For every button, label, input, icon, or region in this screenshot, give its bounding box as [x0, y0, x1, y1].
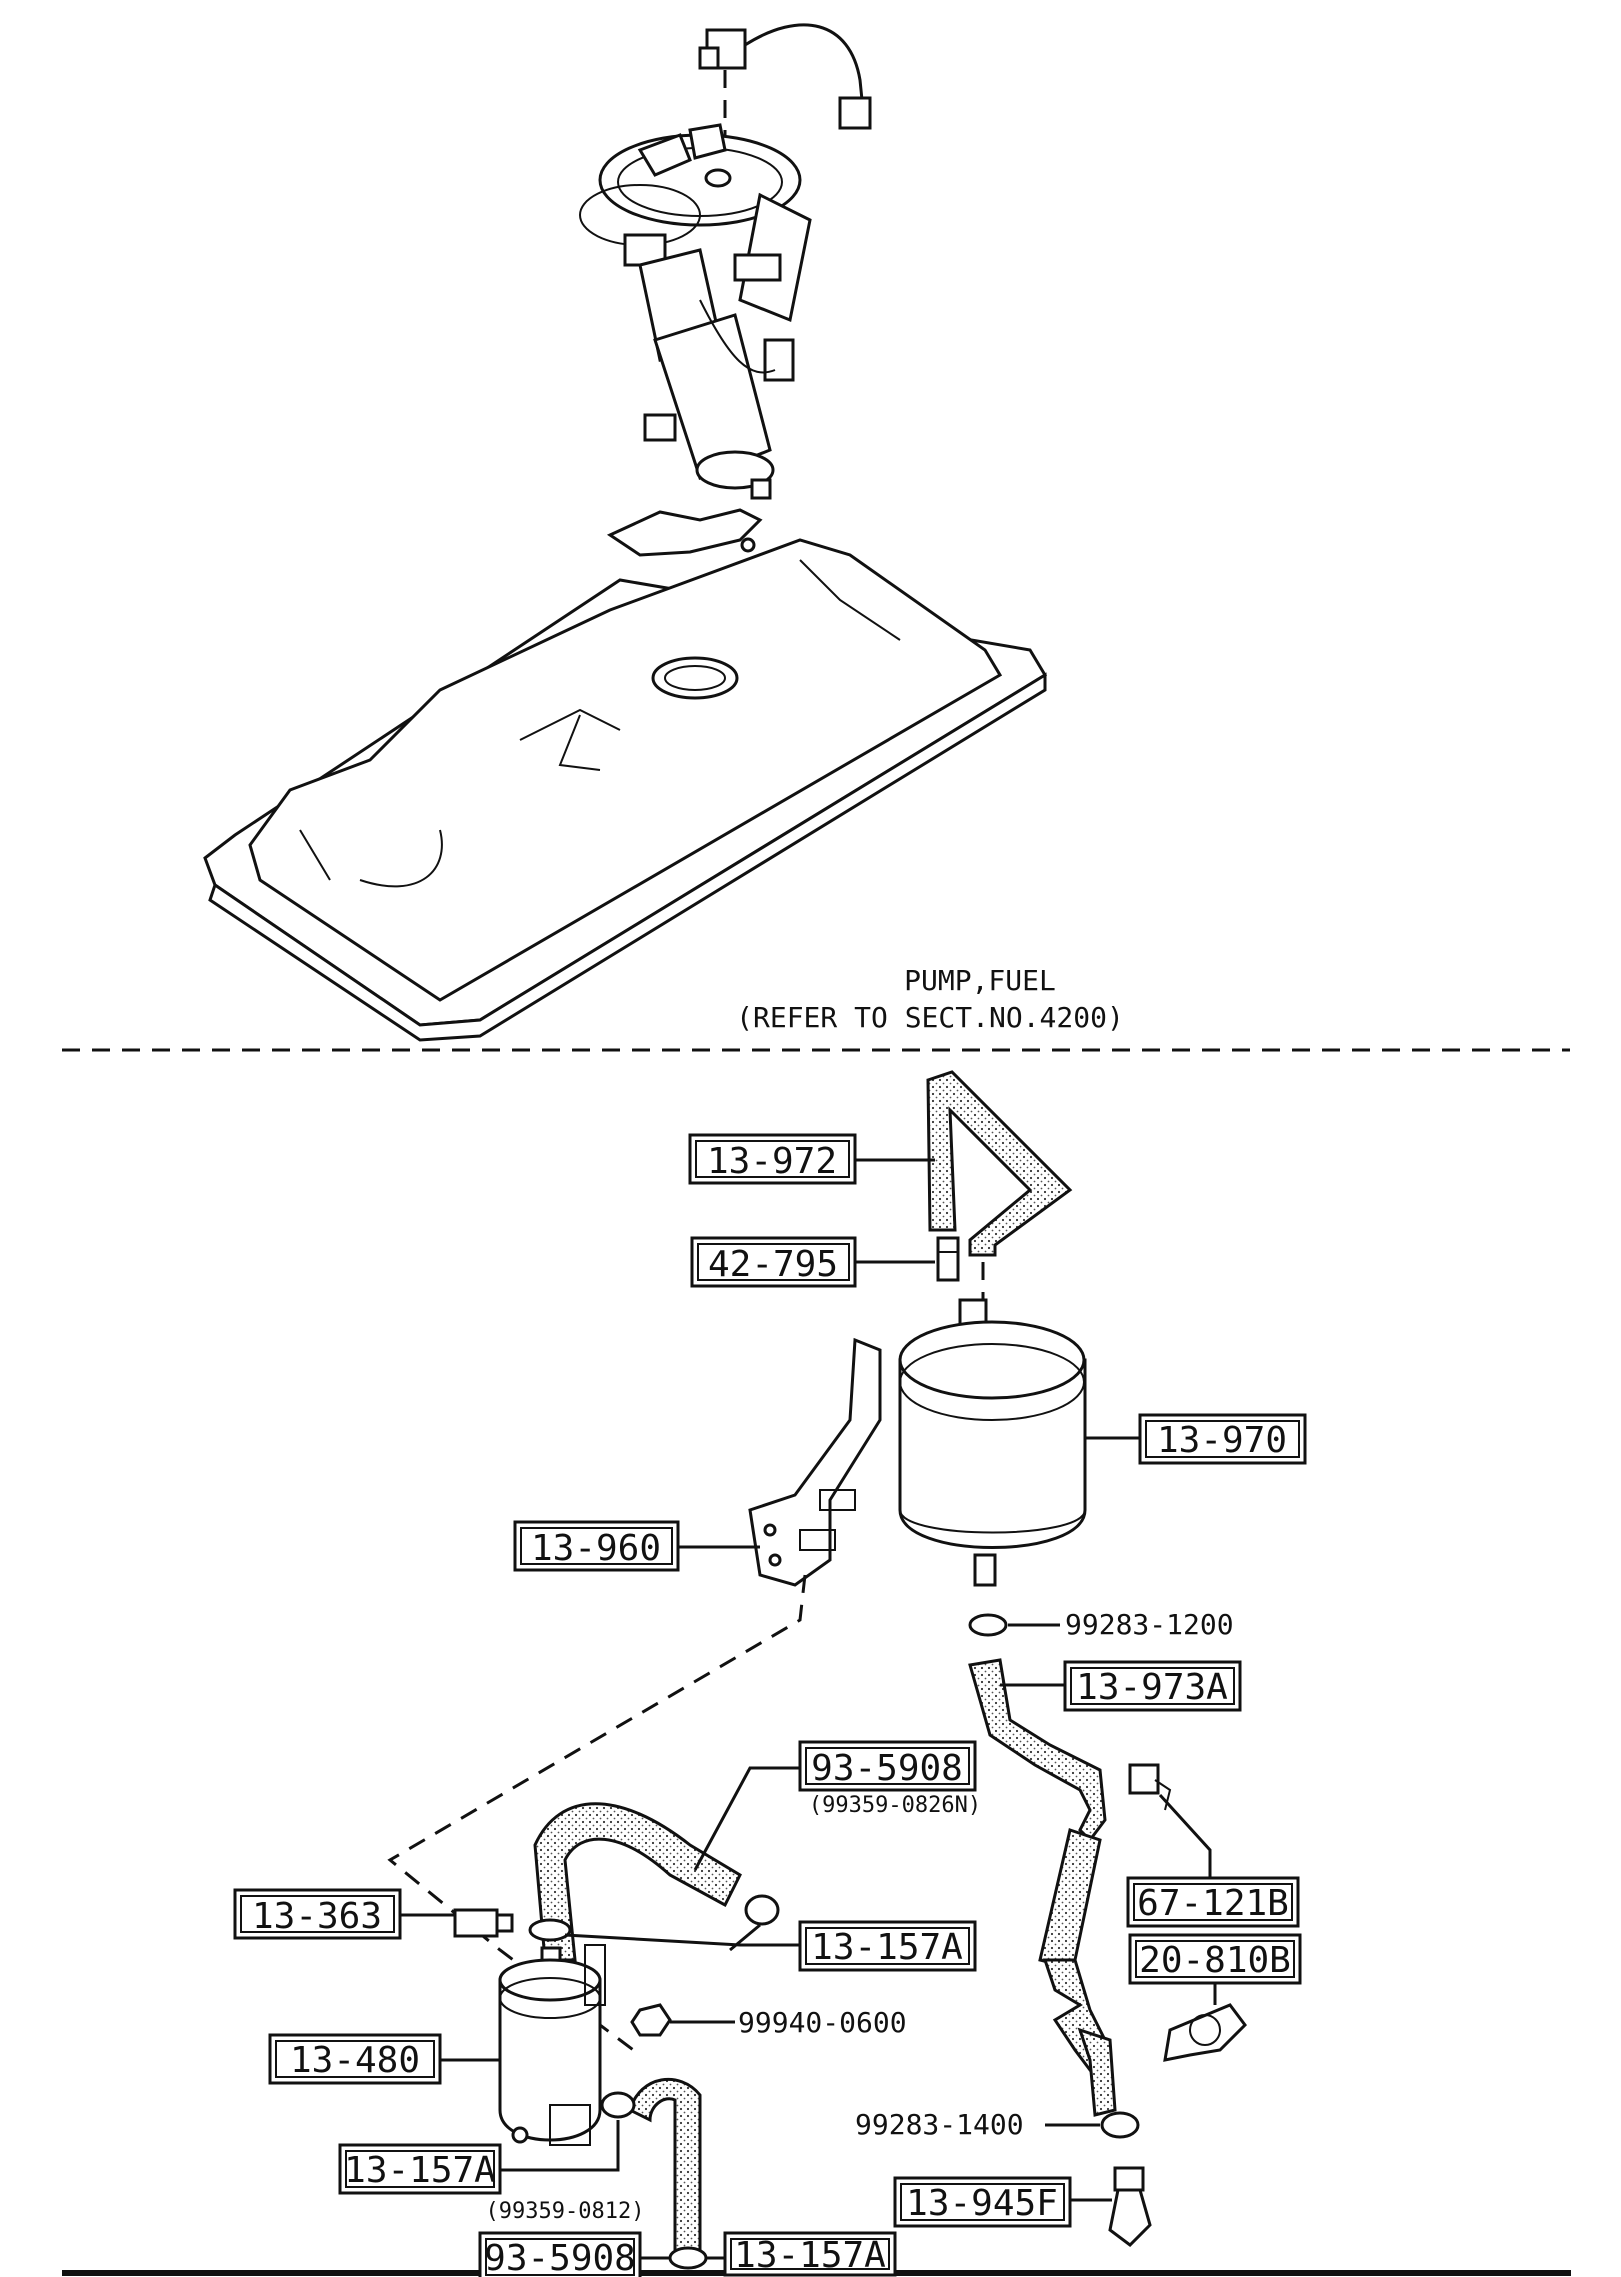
part-alt-99359-0812: (99359-0812)	[486, 2199, 645, 2224]
hose-clip	[528, 1918, 572, 1942]
svg-text:13-480: 13-480	[290, 2040, 420, 2081]
fuel-tank-illustration	[203, 538, 1048, 1042]
part-label-20-810B[interactable]: 20-810B	[1128, 1933, 1302, 1985]
part-label-13-970[interactable]: 13-970	[1138, 1413, 1307, 1465]
fuel-pump-assembly-illustration	[579, 23, 872, 557]
part-label-42-795[interactable]: 42-795	[690, 1236, 857, 1288]
svg-text:13-973A: 13-973A	[1076, 1667, 1228, 1708]
svg-text:13-363: 13-363	[252, 1896, 382, 1937]
hose-93-5908-lower	[628, 2078, 702, 2257]
part-number-99283-1200[interactable]: 99283-1200	[1065, 1608, 1234, 1641]
svg-text:93-5908: 93-5908	[811, 1748, 963, 1789]
svg-text:13-157A: 13-157A	[344, 2150, 496, 2191]
part-number-99283-1400[interactable]: 99283-1400	[855, 2108, 1024, 2141]
part-label-13-945F[interactable]: 13-945F	[893, 2176, 1072, 2228]
svg-text:93-5908: 93-5908	[484, 2238, 636, 2277]
bracket-13-960	[748, 1337, 882, 1587]
part-label-13-480[interactable]: 13-480	[268, 2033, 442, 2085]
hose-clamp	[600, 2091, 636, 2119]
charcoal-canister-13-970	[898, 1298, 1087, 1587]
svg-text:42-795: 42-795	[708, 1244, 838, 1285]
hose-13-973A	[968, 1658, 1117, 2117]
nut-99940-0600	[630, 2003, 672, 2037]
part-label-13-972[interactable]: 13-972	[688, 1133, 857, 1185]
part-label-93-5908-lower[interactable]: 93-5908	[478, 2231, 642, 2277]
part-label-13-973A[interactable]: 13-973A	[1063, 1660, 1242, 1712]
svg-text:13-972: 13-972	[707, 1141, 837, 1182]
clip-99283-1200	[968, 1613, 1008, 1637]
hose-clamp	[668, 2246, 708, 2270]
part-label-13-363[interactable]: 13-363	[233, 1888, 402, 1940]
svg-text:13-960: 13-960	[531, 1528, 661, 1569]
part-label-13-157A-low[interactable]: 13-157A	[338, 2143, 502, 2195]
clip-20-810B	[1163, 2003, 1247, 2062]
svg-text:20-810B: 20-810B	[1139, 1940, 1291, 1981]
hose-93-5908-upper	[533, 1802, 742, 1962]
part-label-13-960[interactable]: 13-960	[513, 1520, 680, 1572]
hose-13-972	[926, 1070, 1073, 1257]
part-label-13-157A-mid[interactable]: 13-157A	[798, 1920, 977, 1972]
check-valve-13-363	[453, 1908, 514, 1938]
part-label-93-5908-upper[interactable]: 93-5908	[798, 1740, 977, 1792]
part-label-67-121B[interactable]: 67-121B	[1126, 1876, 1300, 1928]
fuel-filter-13-480	[498, 1944, 606, 2146]
part-alt-99359-0826N: (99359-0826N)	[809, 1793, 981, 1818]
clamp-67-121B	[1128, 1763, 1172, 1811]
svg-text:67-121B: 67-121B	[1137, 1883, 1289, 1924]
diagram-subtitle: (REFER TO SECT.NO.4200)	[736, 1001, 1124, 1034]
svg-text:13-157A: 13-157A	[734, 2235, 886, 2276]
connector-13-945F	[1108, 2166, 1152, 2247]
hose-clip	[744, 1894, 780, 1926]
part-label-13-157A-bottom[interactable]: 13-157A	[723, 2231, 897, 2277]
diagram-title: PUMP,FUEL	[904, 964, 1056, 997]
svg-text:13-970: 13-970	[1157, 1420, 1287, 1461]
connector-42-795	[936, 1236, 960, 1282]
svg-text:13-157A: 13-157A	[811, 1927, 963, 1968]
clip-99283-1400	[1100, 2111, 1140, 2139]
part-number-99940-0600[interactable]: 99940-0600	[738, 2006, 907, 2039]
svg-text:13-945F: 13-945F	[906, 2183, 1058, 2224]
